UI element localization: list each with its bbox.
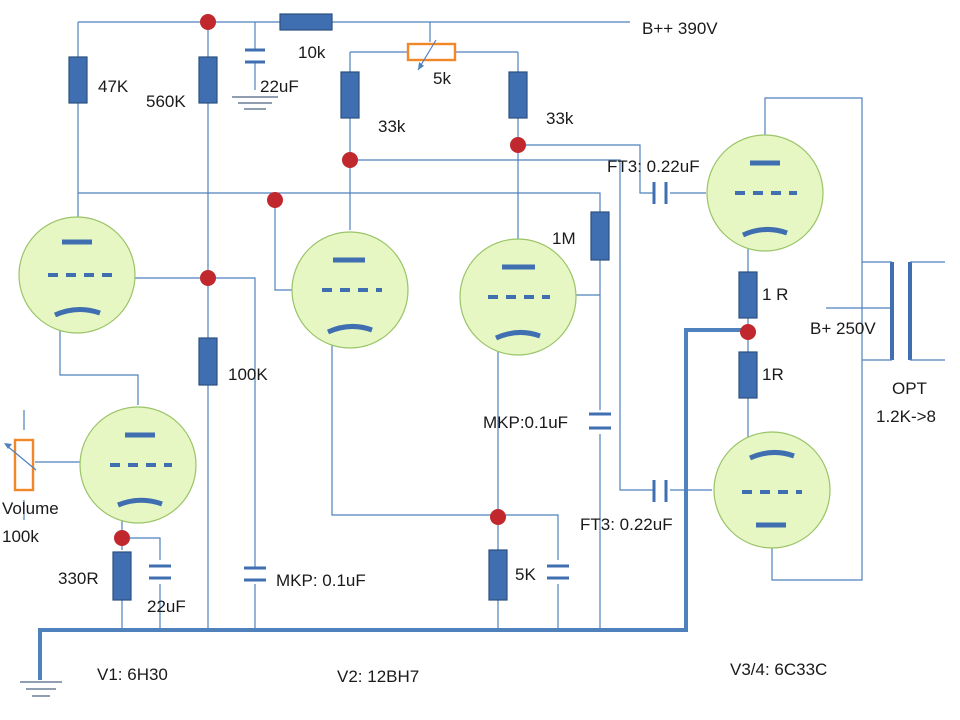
label-b-plus-plus: B++ 390V [642,19,718,38]
resistor-330r [112,551,132,601]
label-5k-pot: 5k [433,69,451,88]
potentiometer-5k [406,39,457,71]
capacitor-22uf-bottom [149,564,171,580]
resistor-1r-top [738,271,758,319]
resistor-560k [198,56,218,104]
tube-v2-left [291,231,409,349]
junction-node [200,270,216,286]
tube-v1-upper [18,216,136,334]
tube-v3-upper [706,134,824,252]
resistor-1m [590,211,610,261]
resistor-33k-left [340,71,360,119]
potentiometer-volume [4,438,37,492]
resistor-33k-right [508,71,528,119]
junction-nodes [114,14,756,546]
label-5k-resistor: 5K [515,565,536,584]
label-33k-left: 33k [378,117,406,136]
label-560k: 560K [146,92,186,111]
label-ft3-bottom: FT3: 0.22uF [580,515,673,534]
label-1r-bottom: 1R [762,365,784,384]
label-v1: V1: 6H30 [97,665,168,684]
capacitor-ft3-bottom [652,480,668,502]
capacitor-ft3-top [652,182,668,204]
label-opt: OPT [892,379,927,398]
label-1r-top: 1 R [762,285,788,304]
junction-node [510,137,526,153]
resistor-10k [279,13,333,31]
label-v34: V3/4: 6C33C [730,660,827,679]
label-mkp-left: MKP: 0.1uF [276,571,366,590]
tube-v4-lower [713,431,831,549]
tube-v2-right [459,238,577,356]
output-transformer [862,261,945,361]
resistor-100k [198,337,218,386]
ground-symbol-main [20,681,62,697]
capacitor-mkp-right [589,412,611,430]
resistor-1r-bottom [738,351,758,399]
tube-v1-lower [79,406,197,524]
label-b-plus: B+ 250V [810,319,876,338]
capacitor-22uf-top [245,48,265,64]
label-volume-value: 100k [2,527,39,546]
label-ft3-top: FT3: 0.22uF [607,157,700,176]
capacitor-5k-bypass [547,564,569,580]
junction-node [200,14,216,30]
label-33k-right: 33k [546,109,574,128]
junction-node [490,509,506,525]
label-22uf-top: 22uF [260,77,299,96]
label-47k: 47K [98,77,129,96]
label-v2: V2: 12BH7 [337,667,419,686]
wiring [23,21,890,680]
label-mkp-right: MKP:0.1uF [483,413,568,432]
ground-symbol-top [232,96,278,110]
resistor-5k [488,549,508,601]
label-1m: 1M [552,229,576,248]
label-10k: 10k [298,43,326,62]
resistor-47k [68,56,88,104]
label-opt-ratio: 1.2K->8 [876,407,936,426]
junction-node [114,530,130,546]
junction-node [342,152,358,168]
label-22uf-bottom: 22uF [147,597,186,616]
junction-node [740,324,756,340]
label-100k: 100K [228,365,268,384]
label-330r: 330R [58,569,99,588]
capacitor-mkp-left [244,566,266,582]
junction-node [267,192,283,208]
label-volume: Volume [2,499,59,518]
